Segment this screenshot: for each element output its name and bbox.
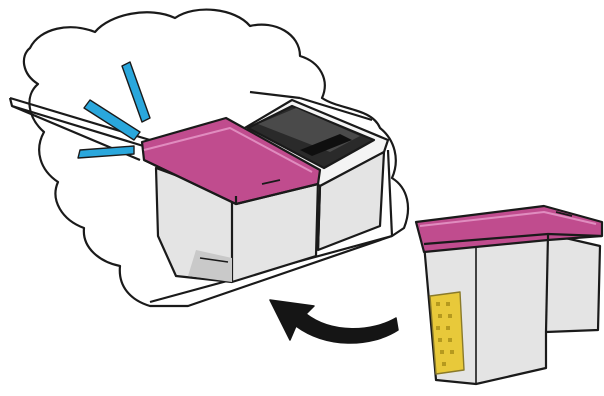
curved-arrow-icon — [270, 300, 398, 343]
tri-color-cartridge-new-icon — [416, 206, 602, 384]
